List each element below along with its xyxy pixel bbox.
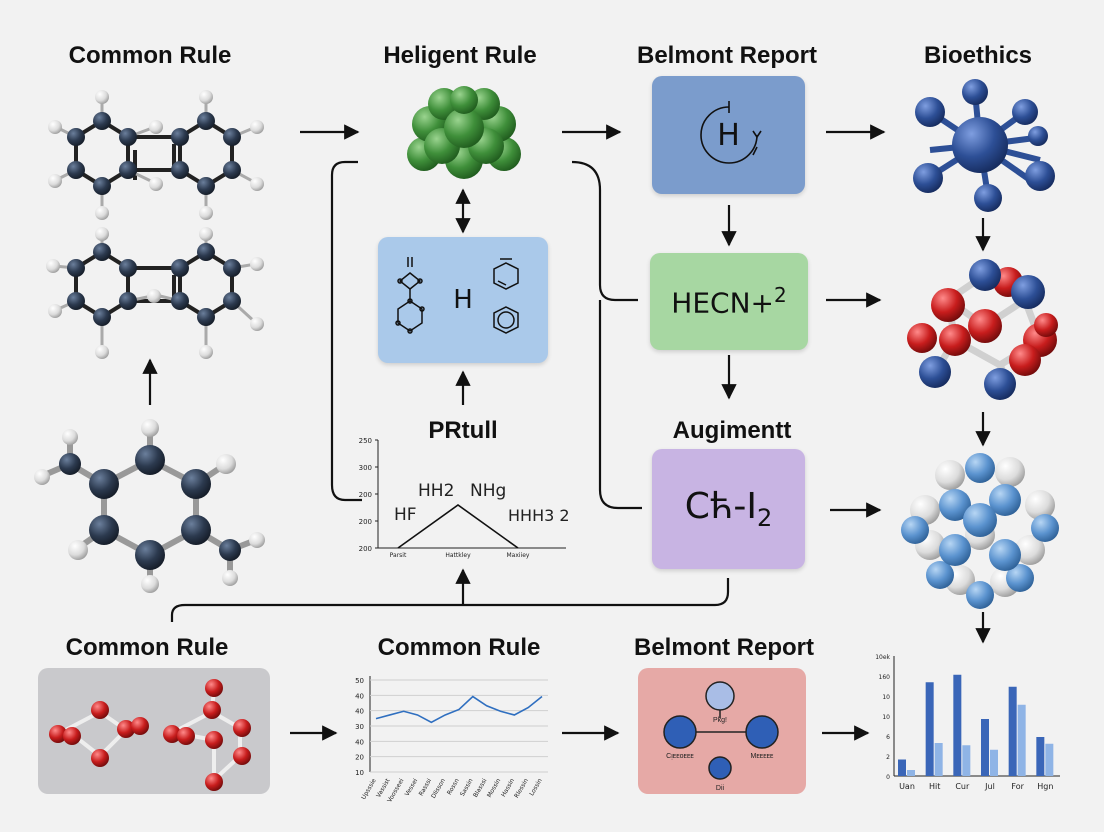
- network-node: [745, 715, 779, 749]
- x-tick-label: Rlessin: [513, 777, 530, 799]
- ball-stick-molecule-left: [34, 419, 265, 593]
- network-node: [708, 756, 732, 780]
- blue-star-molecule: [913, 79, 1055, 212]
- title-common-rule-top: Common Rule: [68, 42, 232, 69]
- y-tick-label: 50: [355, 677, 364, 685]
- title-prtull: PRtull: [428, 417, 498, 444]
- x-tick-label: For: [1011, 782, 1024, 791]
- green-atom-cluster: [407, 86, 521, 179]
- network-node: [663, 715, 697, 749]
- y-tick-label: 10: [882, 694, 890, 701]
- x-tick-label: Parsit: [390, 552, 407, 559]
- network-label: Pkg!: [713, 717, 727, 724]
- belmont-h-box: H: [652, 76, 805, 194]
- y-tick-label: 10: [882, 714, 890, 721]
- connector-left-bracket: [330, 160, 362, 502]
- bar: [990, 749, 998, 776]
- network-label: Dii: [716, 785, 725, 792]
- bar: [1045, 743, 1054, 776]
- connector-right-lower: [598, 300, 642, 510]
- bar: [953, 674, 962, 776]
- title-belmont-report-bottom: Belmont Report: [634, 634, 814, 661]
- y-tick-label: 40: [355, 708, 364, 716]
- y-tick-label: 300: [359, 464, 372, 472]
- y-tick-label: 250: [359, 437, 372, 445]
- chi2-box: Cћ-I2: [652, 449, 805, 569]
- title-belmont-report-top: Belmont Report: [637, 42, 817, 69]
- red-molecule-chains: [38, 668, 270, 794]
- y-tick-label: 30: [355, 723, 364, 731]
- connector-bottom-merge: [170, 578, 730, 622]
- bar: [934, 743, 943, 776]
- series-line: [397, 504, 519, 549]
- bar: [898, 759, 906, 776]
- network-label: Mᴇᴇᴇᴇᴇ: [751, 753, 775, 760]
- hecn-box: HECN+2: [650, 253, 808, 350]
- bar: [1017, 704, 1026, 776]
- annotation-label: HF: [394, 505, 417, 525]
- h-structure-label: H: [453, 285, 473, 315]
- bar: [925, 682, 934, 776]
- red-blue-ring-molecule: [907, 259, 1058, 400]
- x-tick-label: Maxiiey: [507, 552, 530, 559]
- series-line: [375, 695, 543, 724]
- y-tick-label: 200: [359, 491, 372, 499]
- y-tick-label: 0: [886, 774, 890, 781]
- h-structure-box: H: [378, 237, 548, 363]
- cycle-arrow-icon: [699, 101, 762, 164]
- connector-right-bracket: [571, 160, 638, 302]
- title-augimentt: Augimentt: [672, 417, 792, 444]
- y-tick-label: 160: [879, 674, 891, 681]
- y-tick-label: 20: [355, 754, 364, 762]
- annotation-label: NHg: [470, 481, 506, 501]
- y-tick-label: 40: [355, 692, 364, 700]
- x-tick-label: Jul: [984, 782, 995, 791]
- title-common-rule-bottom-left: Common Rule: [65, 634, 229, 661]
- title-heligent-rule: Heligent Rule: [383, 42, 537, 69]
- chi2-label: Cћ-I2: [684, 485, 773, 533]
- bar: [907, 770, 915, 776]
- x-tick-label: Hit: [929, 782, 940, 791]
- pink-network-diagram: Pkg! Cᴉᴇᴇᴏᴇᴇᴇ Mᴇᴇᴇᴇᴇ Dii: [638, 668, 806, 794]
- light-blue-sphere-cluster: [901, 453, 1059, 609]
- hecn-label: HECN+2: [671, 283, 787, 320]
- x-tick-label: Upsssie: [360, 777, 378, 801]
- y-tick-label: 200: [359, 518, 372, 526]
- y-tick-label: 2: [886, 754, 890, 761]
- network-label: Cᴉᴇᴇᴏᴇᴇᴇ: [666, 753, 694, 760]
- x-tick-label: Cur: [955, 782, 970, 791]
- x-tick-label: Hattkley: [445, 552, 471, 559]
- x-tick-label: Lossin: [528, 777, 543, 797]
- title-common-rule-bottom-mid: Common Rule: [377, 634, 541, 661]
- chemical-structure-icon: [395, 257, 519, 334]
- bar: [1008, 686, 1017, 776]
- wave-line-chart: 50404030402010UpsssieVassistVoosseeiVess…: [355, 676, 548, 804]
- annotation-label: HHH3 2: [508, 506, 570, 525]
- annotation-label: HH2: [418, 481, 454, 501]
- y-tick-label: 200: [359, 545, 372, 553]
- title-bioethics: Bioethics: [923, 42, 1033, 69]
- x-tick-label: Uan: [899, 782, 915, 791]
- y-tick-label: 6: [886, 734, 890, 741]
- y-tick-label: 10ek: [875, 654, 890, 661]
- bar: [981, 719, 989, 776]
- network-node: [705, 681, 735, 711]
- bar: [1036, 737, 1045, 776]
- y-tick-label: 10: [355, 769, 364, 777]
- bar: [962, 745, 971, 776]
- benzene-ring-group-top: [46, 90, 264, 359]
- y-tick-label: 40: [355, 738, 364, 746]
- x-tick-label: Hgn: [1037, 782, 1053, 791]
- belmont-h-label: H: [717, 117, 740, 153]
